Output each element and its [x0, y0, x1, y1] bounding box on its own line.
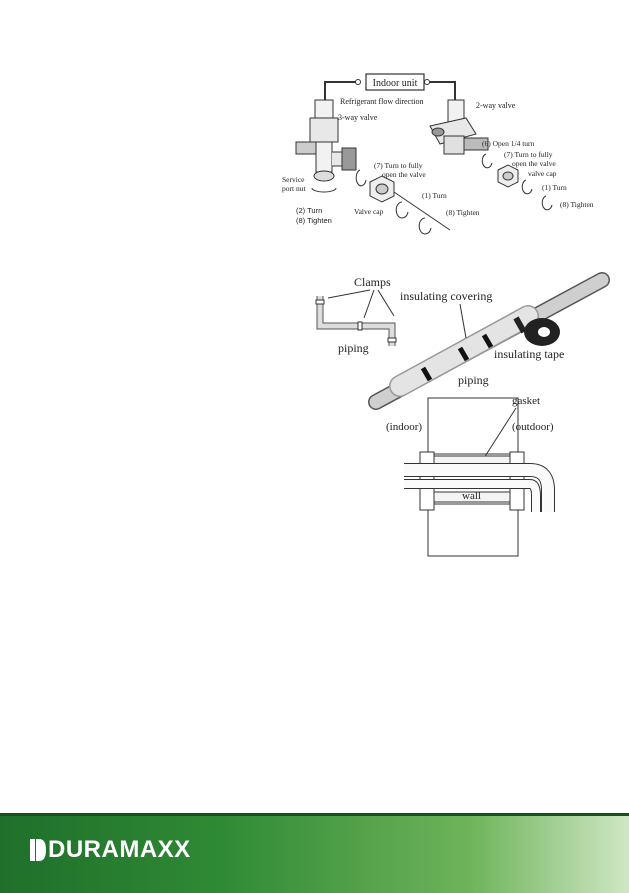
indoor-unit-box	[365, 73, 425, 91]
brand-name: DURAMAXX	[48, 836, 191, 863]
wall-block-bottom	[427, 503, 519, 557]
flow-direction-label: Refrigerant flow direction	[340, 97, 424, 106]
indoor-label: (indoor)	[386, 421, 422, 433]
turn-fully-left-label-1: (7) Turn to fully	[374, 161, 423, 170]
three-way-valve-label: 3-way valve	[338, 113, 378, 122]
valve-connection-diagram: Indoor unit Refrigerant flow direction 3…	[282, 73, 594, 235]
clamps-label: Clamps	[354, 275, 391, 289]
two-way-valve-drawing	[429, 99, 489, 155]
insulated-pipe-drawing	[368, 272, 610, 410]
tighten-8-right-label: (8) Tighten	[560, 200, 594, 209]
wall-passthrough-diagram: gasket (indoor) (outdoor) wall	[386, 395, 555, 557]
turn-1-right-label: (1) Turn	[542, 183, 567, 192]
turn-fully-right-label-1: (7) Turn to fully	[504, 150, 553, 159]
piping-left-label: piping	[338, 341, 369, 355]
valve-cap-right-label: valve cap	[528, 169, 557, 178]
gasket-label: gasket	[512, 395, 540, 407]
insulating-covering-label: insulating covering	[400, 289, 492, 303]
footer-bar	[0, 813, 629, 893]
outdoor-label: (outdoor)	[512, 421, 554, 433]
tighten-8-mid-label: (8) Tighten	[446, 208, 480, 217]
three-way-valve-drawing	[295, 99, 357, 182]
brand-logo: DURAMAXX	[30, 835, 191, 865]
valve-cap-left-label: Valve cap	[354, 207, 384, 216]
two-way-valve-label: 2-way valve	[476, 101, 516, 110]
duramaxx-logo-icon	[30, 839, 46, 861]
piping-center-label: piping	[458, 373, 489, 387]
footer-divider	[0, 813, 629, 816]
turn-1-left-label: (1) Turn	[422, 191, 447, 200]
insulating-tape-label: insulating tape	[494, 347, 564, 361]
valve-cap-right-drawing	[497, 164, 519, 188]
wall-label: wall	[462, 490, 481, 502]
indoor-unit-label: Indoor unit	[373, 78, 418, 89]
turn-fully-left-label-2: open the valve	[382, 170, 426, 179]
turn-fully-right-label-2: open the valve	[512, 159, 556, 168]
wall-sleeve-drawing	[404, 451, 555, 512]
piping-insulation-diagram: Clamps piping insulating covering insula…	[315, 272, 610, 410]
tighten-8-left-label: (8) Tighten	[296, 216, 332, 225]
open-quarter-label: (6) Open 1/4 turn	[482, 139, 535, 148]
insulating-tape-roll	[513, 316, 560, 346]
valve-cap-left-drawing	[369, 175, 451, 231]
bent-pipe-drawing	[315, 296, 397, 346]
service-port-nut-label-2: port nut	[282, 184, 306, 193]
turn-2-label: (2) Turn	[296, 206, 322, 215]
wall-block-top	[427, 397, 519, 455]
service-port-nut-label-1: Service	[282, 175, 305, 184]
